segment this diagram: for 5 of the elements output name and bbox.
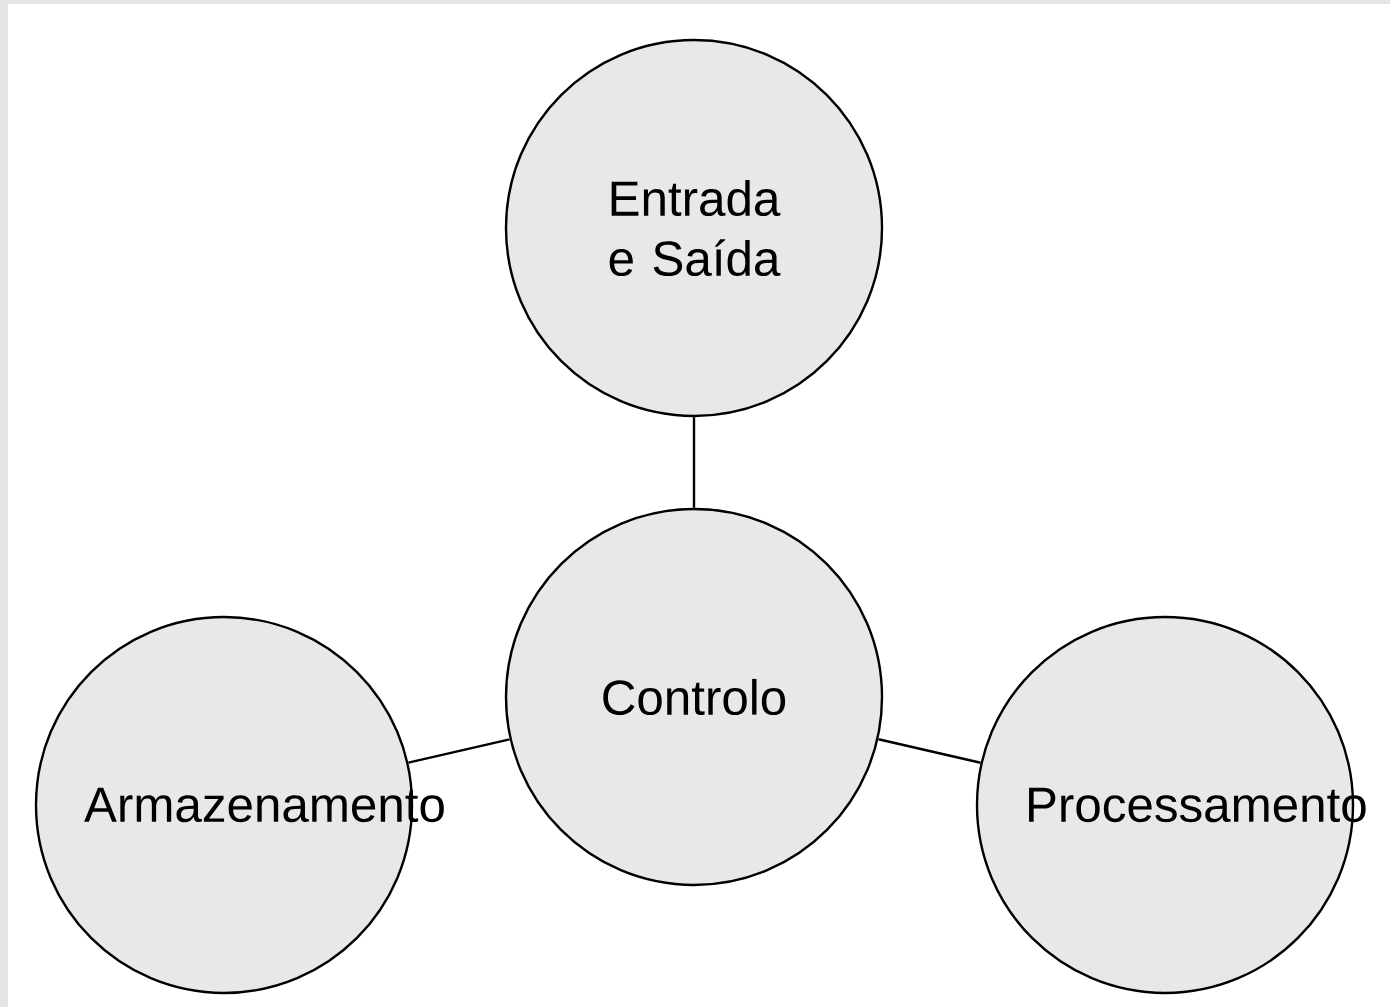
- circle-node: Entrada e Saída: [504, 38, 884, 418]
- circle-node: Controlo: [504, 507, 884, 887]
- connector-line: [878, 738, 981, 764]
- connector-line: [408, 738, 510, 764]
- connector-line: [692, 417, 696, 508]
